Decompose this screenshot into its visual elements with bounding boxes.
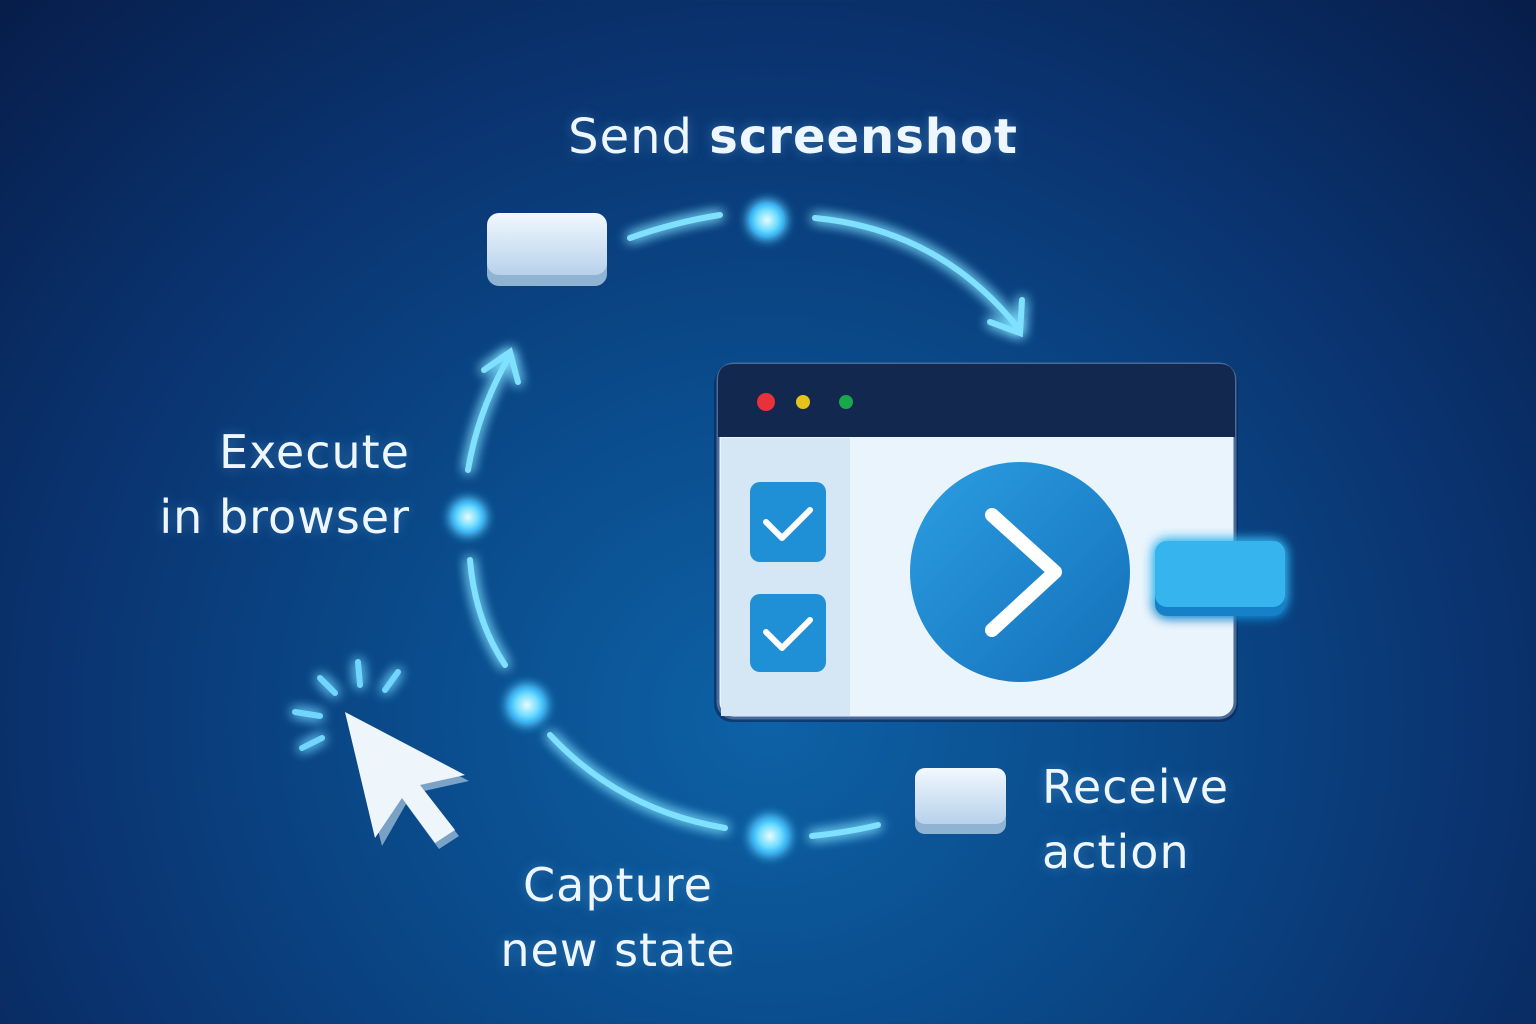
sidebar [721,438,850,716]
node-dot [749,202,785,238]
checkbox-checked-icon [750,482,826,562]
arrow-head-top [987,297,1025,338]
node-dot [508,686,546,724]
browser-window [714,362,1238,722]
node-dot [751,817,789,855]
close-dot [757,393,775,411]
checkbox-checked-icon [750,594,826,672]
title-bar [718,364,1235,437]
arc-top-right [812,215,1021,331]
node-dot [451,500,485,534]
chevron-right-icon [910,462,1130,682]
key-icon [487,213,607,286]
arc-left-down [467,557,508,668]
maximize-dot [839,395,853,409]
minimize-dot [796,395,810,409]
arc-top-left [627,212,723,241]
arc-bottom [547,732,728,831]
send-screenshot-label: Send screenshot [568,109,1018,165]
arc-bottom-right [809,822,881,839]
key-icon [915,768,1006,834]
arrow-head-left [481,347,521,385]
arc-left-up [465,352,513,473]
cursor-icon [292,659,469,849]
action-tab [1155,541,1285,616]
